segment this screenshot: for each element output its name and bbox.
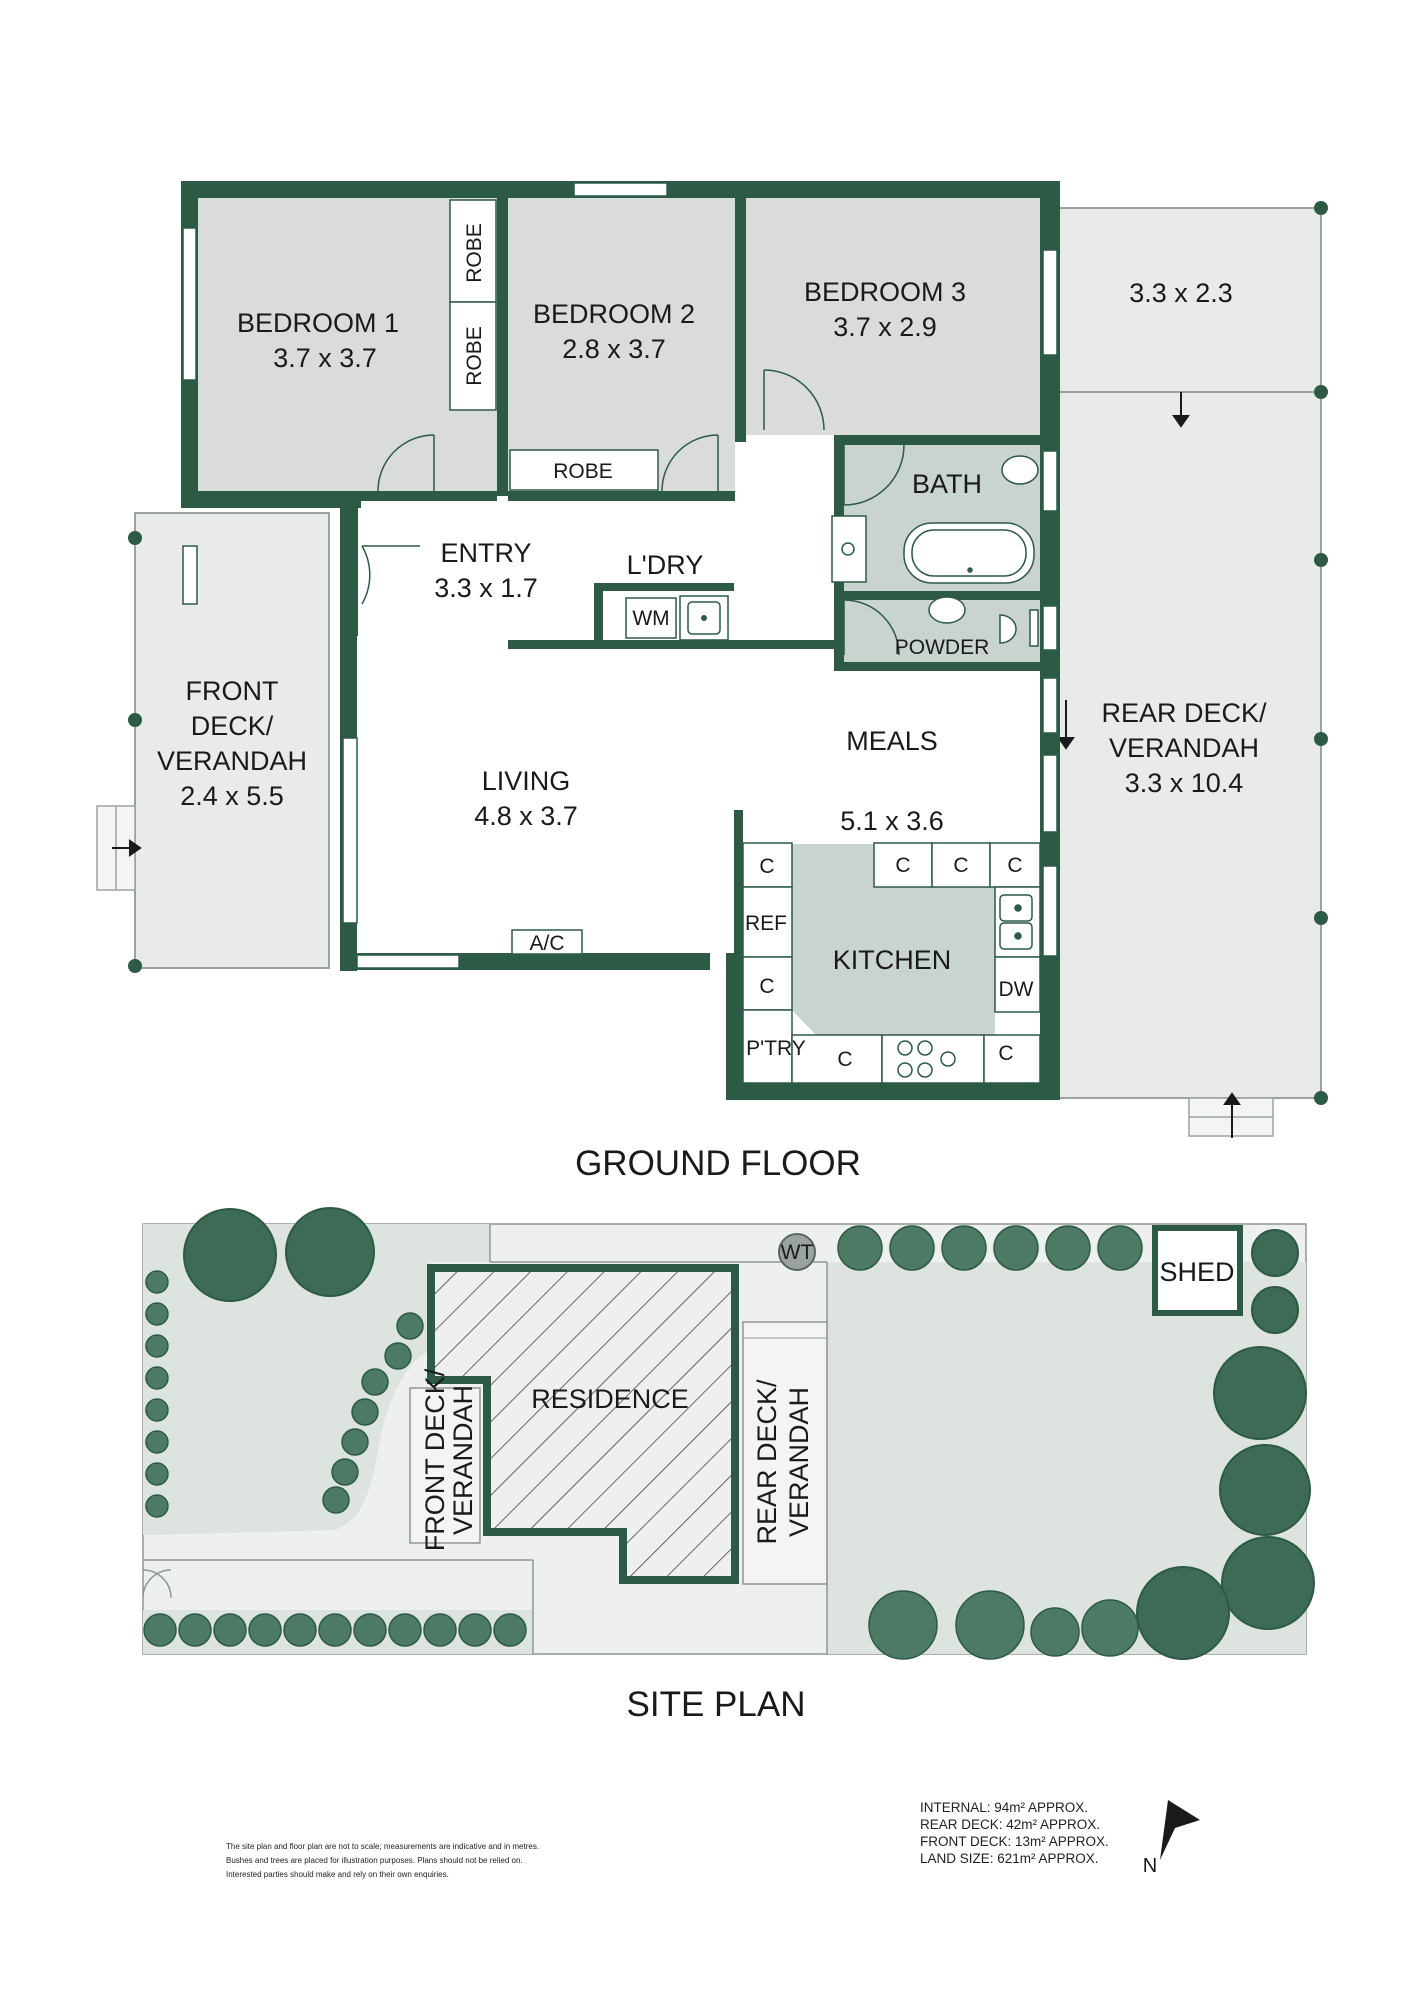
powder-name: POWDER xyxy=(895,636,990,659)
cupboard-label-7: C xyxy=(998,1042,1013,1065)
ac-unit xyxy=(511,929,583,955)
disclaimer-line: Interested parties should make and rely … xyxy=(226,1870,449,1879)
dw-label: DW xyxy=(999,978,1034,1001)
bedroom3-size: 3.7 x 2.9 xyxy=(833,312,937,342)
robe-label-1: ROBE xyxy=(463,223,486,283)
cupboard-label-6: C xyxy=(837,1048,852,1071)
front-deck-line3: VERANDAH xyxy=(157,746,307,776)
entry-size: 3.3 x 1.7 xyxy=(434,573,538,603)
site-rear-deck-line1: REAR DECK/ xyxy=(752,1379,782,1545)
disclaimer-notes: The site plan and floor plan are not to … xyxy=(226,1840,566,1882)
pantry-label: P'TRY xyxy=(746,1037,806,1060)
robe-label-3: ROBE xyxy=(553,460,613,483)
water-tank xyxy=(778,1233,816,1271)
front-deck-line1: FRONT xyxy=(186,676,279,706)
meals-size: 5.1 x 3.6 xyxy=(840,806,944,836)
kitchen-name: KITCHEN xyxy=(833,945,952,975)
area-summary: INTERNAL: 94m² APPROX. REAR DECK: 42m² A… xyxy=(920,1799,1109,1867)
shed-building xyxy=(1152,1225,1243,1316)
ac-label: A/C xyxy=(529,932,564,955)
living-size: 4.8 x 3.7 xyxy=(474,801,578,831)
deck-posts xyxy=(128,201,1328,1105)
room-labels: BEDROOM 1 3.7 x 3.7 BEDROOM 2 2.8 x 3.7 … xyxy=(157,277,1267,975)
bedroom3-name: BEDROOM 3 xyxy=(804,277,966,307)
site-plan xyxy=(142,1207,1315,1660)
windows xyxy=(182,182,1058,969)
bedroom1-name: BEDROOM 1 xyxy=(237,308,399,338)
bathroom-fixtures xyxy=(831,455,1039,647)
wm-label: WM xyxy=(632,607,669,630)
door-swings xyxy=(361,369,905,656)
north-compass-icon: N xyxy=(1143,1800,1200,1877)
entry-name: ENTRY xyxy=(440,538,531,568)
cupboard-label-5: C xyxy=(1007,854,1022,877)
area-line: LAND SIZE: 621m² APPROX. xyxy=(920,1851,1099,1866)
site-plan-title: SITE PLAN xyxy=(627,1685,806,1724)
site-front-deck xyxy=(409,1387,481,1544)
fixture-labels: ROBE ROBE ROBE WM A/C REF DW P'TRY C C C… xyxy=(463,223,1034,1071)
ground-floor-title: GROUND FLOOR xyxy=(575,1144,861,1183)
laundry-fixtures xyxy=(625,595,729,641)
rear-deck-line1: REAR DECK/ xyxy=(1101,698,1267,728)
rear-deck-size: 3.3 x 10.4 xyxy=(1125,768,1244,798)
cupboard-label-1: C xyxy=(759,855,774,878)
site-rear-deck-line2: VERANDAH xyxy=(784,1387,814,1537)
deck-top-size: 3.3 x 2.3 xyxy=(1129,278,1233,308)
shrubs-rear-bottom xyxy=(868,1590,1139,1660)
disclaimer-line: The site plan and floor plan are not to … xyxy=(226,1842,540,1851)
front-gate xyxy=(142,1569,172,1599)
robe-label-2: ROBE xyxy=(463,326,486,386)
site-rear-deck xyxy=(742,1321,828,1585)
shed-label: SHED xyxy=(1159,1257,1234,1287)
bath-name: BATH xyxy=(912,469,982,499)
bedroom2-name: BEDROOM 2 xyxy=(533,299,695,329)
trees xyxy=(183,1207,1315,1660)
meals-name: MEALS xyxy=(846,726,938,756)
shrubs-rear-fence xyxy=(837,1225,1143,1271)
site-front-deck-line2: VERANDAH xyxy=(448,1385,478,1535)
residence-footprint xyxy=(427,1264,739,1584)
rear-deck-line2: VERANDAH xyxy=(1109,733,1259,763)
shrubs-front-path xyxy=(322,1312,424,1514)
residence-label: RESIDENCE xyxy=(531,1384,689,1414)
cupboard-label-4: C xyxy=(953,854,968,877)
site-wt-label: WT xyxy=(781,1241,814,1264)
laundry-name: L'DRY xyxy=(627,550,704,580)
front-deck-size: 2.4 x 5.5 xyxy=(180,781,284,811)
living-name: LIVING xyxy=(482,766,571,796)
area-line: FRONT DECK: 13m² APPROX. xyxy=(920,1834,1109,1849)
bedroom2-size: 2.8 x 3.7 xyxy=(562,334,666,364)
disclaimer-line: Bushes and trees are placed for illustra… xyxy=(226,1856,523,1865)
area-line: INTERNAL: 94m² APPROX. xyxy=(920,1800,1089,1815)
ref-label: REF xyxy=(745,912,787,935)
bedroom1-size: 3.7 x 3.7 xyxy=(273,343,377,373)
cupboard-label-3: C xyxy=(895,854,910,877)
front-deck-area xyxy=(134,512,330,969)
kitchen-fixtures xyxy=(742,842,1041,1084)
robe-fixtures xyxy=(449,199,659,491)
shrubs-left-column xyxy=(145,1270,169,1518)
site-front-deck-line1: FRONT DECK/ xyxy=(420,1368,450,1551)
shrubs-bottom-strip xyxy=(143,1613,527,1647)
cupboard-label-2: C xyxy=(759,975,774,998)
site-labels: RESIDENCE WT SHED FRONT DECK/ VERANDAH R… xyxy=(420,1241,1235,1551)
rear-deck-area xyxy=(1056,207,1322,1099)
entry-arrows xyxy=(112,392,1241,1138)
area-line: REAR DECK: 42m² APPROX. xyxy=(920,1817,1101,1832)
front-deck-line2: DECK/ xyxy=(191,711,274,741)
compass-letter: N xyxy=(1143,1855,1157,1877)
ground-floor-plan xyxy=(96,181,1328,1138)
